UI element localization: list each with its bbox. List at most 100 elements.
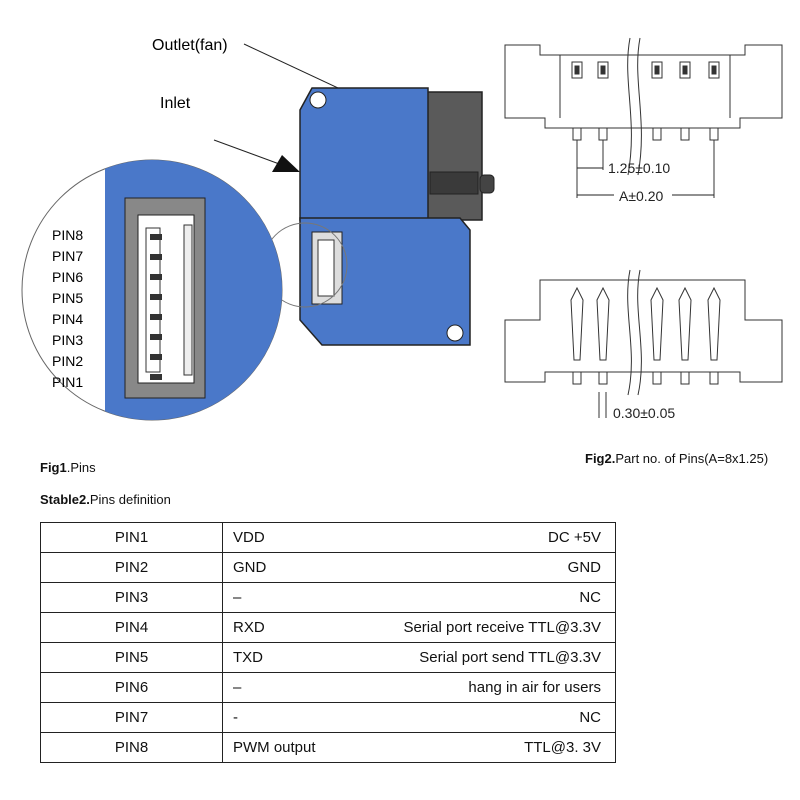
signal-name-cell: TXD	[222, 642, 361, 673]
top-view-pin-core	[682, 65, 688, 75]
figure2-caption: Fig2.Part no. of Pins(A=8x1.25)	[585, 451, 768, 466]
description-cell: Serial port receive TTL@3.3V	[361, 612, 616, 643]
pin-label: PIN1	[52, 374, 83, 390]
pin-label: PIN6	[52, 269, 83, 285]
signal-name-cell: VDD	[222, 522, 361, 553]
table-title-bold: Stable2.	[40, 492, 90, 507]
side-view-pin	[707, 286, 721, 361]
table-row: PIN6 – hang in air for users	[40, 672, 616, 703]
top-view-pin	[708, 61, 720, 79]
table-title-text: Pins definition	[89, 492, 171, 507]
magnified-pin	[150, 294, 162, 300]
fan-slot	[429, 171, 479, 195]
description-cell: DC +5V	[361, 522, 616, 553]
pin-cell: PIN3	[40, 582, 223, 613]
figure1-caption-bold: Fig1	[40, 460, 67, 475]
mount-hole-top	[309, 91, 327, 109]
magnified-pin	[150, 334, 162, 340]
magnified-pin	[150, 234, 162, 240]
pin-cell: PIN4	[40, 612, 223, 643]
signal-name-cell: –	[222, 672, 361, 703]
pin-cell: PIN6	[40, 672, 223, 703]
signal-name-cell: GND	[222, 552, 361, 583]
top-view-pin-core	[711, 65, 717, 75]
pitch-dimension: 1.25±0.10	[608, 160, 670, 176]
figure1-caption-text: .Pins	[66, 460, 96, 475]
table-title: Stable2.Pins definition	[40, 492, 171, 507]
magnified-pin	[150, 254, 162, 260]
fan-outlet-housing	[419, 91, 483, 221]
connector-top-view	[504, 37, 783, 198]
figure1-caption: Fig1.Pins	[40, 460, 96, 475]
pin-label: PIN8	[52, 227, 83, 243]
description-cell: NC	[361, 582, 616, 613]
top-view-pin-core	[574, 65, 580, 75]
table-row: PIN2 GND GND	[40, 552, 616, 583]
description-cell: hang in air for users	[361, 672, 616, 703]
sensor-body	[262, 87, 495, 346]
side-view-pin	[650, 286, 664, 361]
signal-name-cell: PWM output	[222, 732, 361, 763]
top-view-pin-core	[654, 65, 660, 75]
top-view-pin-core	[600, 65, 606, 75]
top-view-pin-lead	[598, 127, 608, 141]
mount-hole-bottom	[446, 324, 464, 342]
table-row: PIN4 RXD Serial port receive TTL@3.3V	[40, 612, 616, 643]
side-view-pin-lead	[652, 371, 662, 385]
top-view-pin-lead	[709, 127, 719, 141]
description-cell: Serial port send TTL@3.3V	[361, 642, 616, 673]
side-view-pin-lead	[572, 371, 582, 385]
side-view-pin	[596, 286, 610, 361]
inlet-leader-line	[213, 139, 283, 166]
top-view-pin-lead	[652, 127, 662, 141]
top-view-pin-lead	[680, 127, 690, 141]
connector-side-view	[504, 269, 783, 418]
signal-name-cell: –	[222, 582, 361, 613]
side-view-pin	[570, 286, 584, 361]
signal-name-cell: RXD	[222, 612, 361, 643]
table-row: PIN1 VDD DC +5V	[40, 522, 616, 553]
figure2-caption-text: Part no. of Pins(A=8x1.25)	[615, 451, 769, 466]
figure2-dimensions: 1.25±0.10 A±0.20 0.30±0.05	[577, 160, 714, 421]
pin-width-dimension: 0.30±0.05	[613, 405, 675, 421]
table-row: PIN5 TXD Serial port send TTL@3.3V	[40, 642, 616, 673]
total-dimension: A±0.20	[619, 188, 663, 204]
pin-cell: PIN1	[40, 522, 223, 553]
pin-cell: PIN7	[40, 702, 223, 733]
description-cell: GND	[361, 552, 616, 583]
pin-label: PIN7	[52, 248, 83, 264]
table-row: PIN7 - NC	[40, 702, 616, 733]
pins-definition-table: PIN1 VDD DC +5V PIN2 GND GND PIN3 – NC P…	[40, 522, 616, 763]
top-view-pin	[651, 61, 663, 79]
top-view-pin	[571, 61, 583, 79]
description-cell: TTL@3. 3V	[361, 732, 616, 763]
side-view-pin-lead	[598, 371, 608, 385]
magnified-pin	[150, 314, 162, 320]
pin-cell: PIN8	[40, 732, 223, 763]
figure1: Outlet(fan) Inlet	[21, 37, 495, 421]
fan-knob	[479, 174, 495, 194]
table-row: PIN3 – NC	[40, 582, 616, 613]
magnified-pin	[150, 354, 162, 360]
figure-area: Outlet(fan) Inlet	[21, 37, 783, 421]
side-view-pin-lead	[680, 371, 690, 385]
pin-label: PIN2	[52, 353, 83, 369]
pin-cell: PIN2	[40, 552, 223, 583]
top-view-pin	[597, 61, 609, 79]
side-view-pin	[678, 286, 692, 361]
pin-label-list: PIN8 PIN7 PIN6 PIN5 PIN4 PIN3 PIN2 PIN1	[52, 227, 83, 390]
figure2-caption-bold: Fig2.	[585, 451, 616, 466]
description-cell: NC	[361, 702, 616, 733]
signal-name-cell: -	[222, 702, 361, 733]
outlet-label: Outlet(fan)	[152, 37, 228, 54]
figure2	[504, 37, 783, 418]
pin-label: PIN4	[52, 311, 83, 327]
magnified-pin	[150, 374, 162, 380]
top-view-pin	[679, 61, 691, 79]
pin-label: PIN5	[52, 290, 83, 306]
inlet-arrowhead	[272, 155, 300, 172]
side-view-pin-lead	[709, 371, 719, 385]
connector-magnified-view	[21, 159, 283, 421]
magnified-pin	[150, 274, 162, 280]
pin-cell: PIN5	[40, 642, 223, 673]
